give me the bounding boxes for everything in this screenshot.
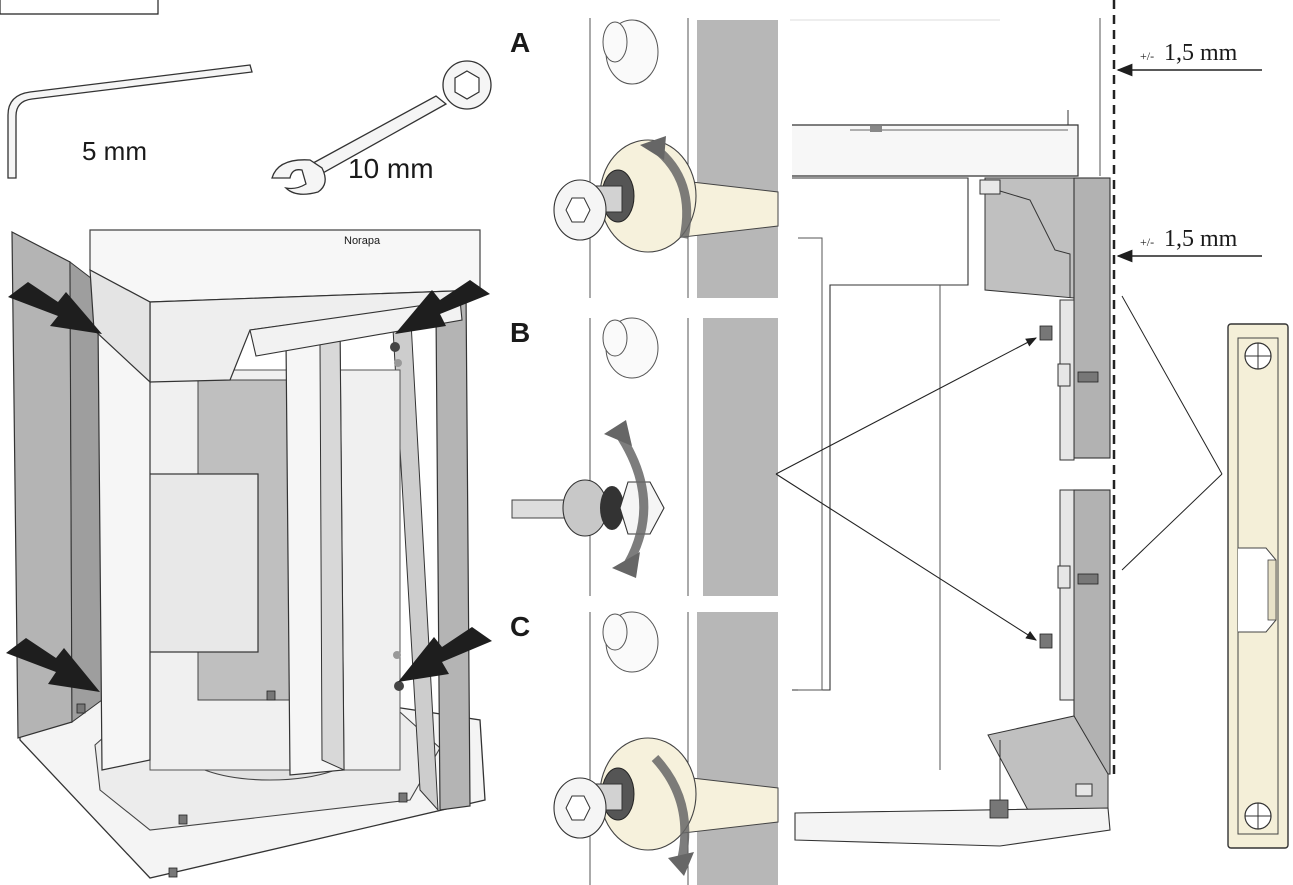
section-top-cap <box>792 124 1079 177</box>
allen-key-icon <box>7 64 253 179</box>
allen-key-size-label: 5 mm <box>82 136 147 166</box>
upright-screws <box>390 342 404 691</box>
detail-b <box>511 317 778 596</box>
wrench-icon <box>271 60 492 195</box>
section-view: +/- 1,5 mm +/- 1,5 mm <box>775 0 1262 847</box>
pointer-arrows <box>6 280 492 692</box>
callout-to-upper-screw <box>775 337 1037 475</box>
arrow-bottom-right <box>398 627 492 682</box>
level-vial <box>1267 559 1277 621</box>
brand-text: Norapa <box>344 235 381 247</box>
legend-box-edge <box>0 0 159 15</box>
section-base-foot <box>794 807 1111 847</box>
callout-to-level-top <box>1121 295 1223 475</box>
adjust-screw-upper <box>1039 325 1053 341</box>
arrow-bottom-left <box>6 638 100 692</box>
adjust-screw-lower <box>1039 633 1053 649</box>
arrow-top-left <box>8 282 102 334</box>
tools-area: 5 mm 10 mm <box>0 0 492 195</box>
tolerance-bottom-value: 1,5 mm <box>1164 226 1238 252</box>
wrench-size-label: 10 mm <box>348 153 434 184</box>
left-upright <box>97 321 151 771</box>
step-label-c: C <box>510 611 530 642</box>
step-label-b: B <box>510 317 530 348</box>
pedestal-head <box>89 229 481 303</box>
tolerance-top-prefix: +/- <box>1140 49 1154 63</box>
arrow-top-right <box>395 280 490 334</box>
detail-c-rotate-arrow <box>651 754 690 859</box>
detail-c-panel <box>697 612 778 885</box>
tolerance-bottom-prefix: +/- <box>1140 235 1154 249</box>
base-bolts <box>76 690 408 878</box>
detail-a <box>553 18 779 298</box>
callout-to-level-bottom <box>1121 473 1223 571</box>
pedestal-illustration: Norapa <box>6 229 492 879</box>
section-vertical-plate-upper <box>1073 177 1111 459</box>
detail-a-panel <box>697 20 778 298</box>
section-upper-bracket <box>984 177 1075 299</box>
detail-b-panel <box>703 318 778 596</box>
tolerance-top-value: 1,5 mm <box>1164 40 1238 66</box>
step-label-a: A <box>510 27 530 58</box>
detail-c <box>553 611 779 885</box>
detail-b-rotate-arrow <box>614 429 649 567</box>
callout-to-lower-screw <box>775 473 1037 641</box>
spirit-level-icon <box>1227 323 1289 849</box>
